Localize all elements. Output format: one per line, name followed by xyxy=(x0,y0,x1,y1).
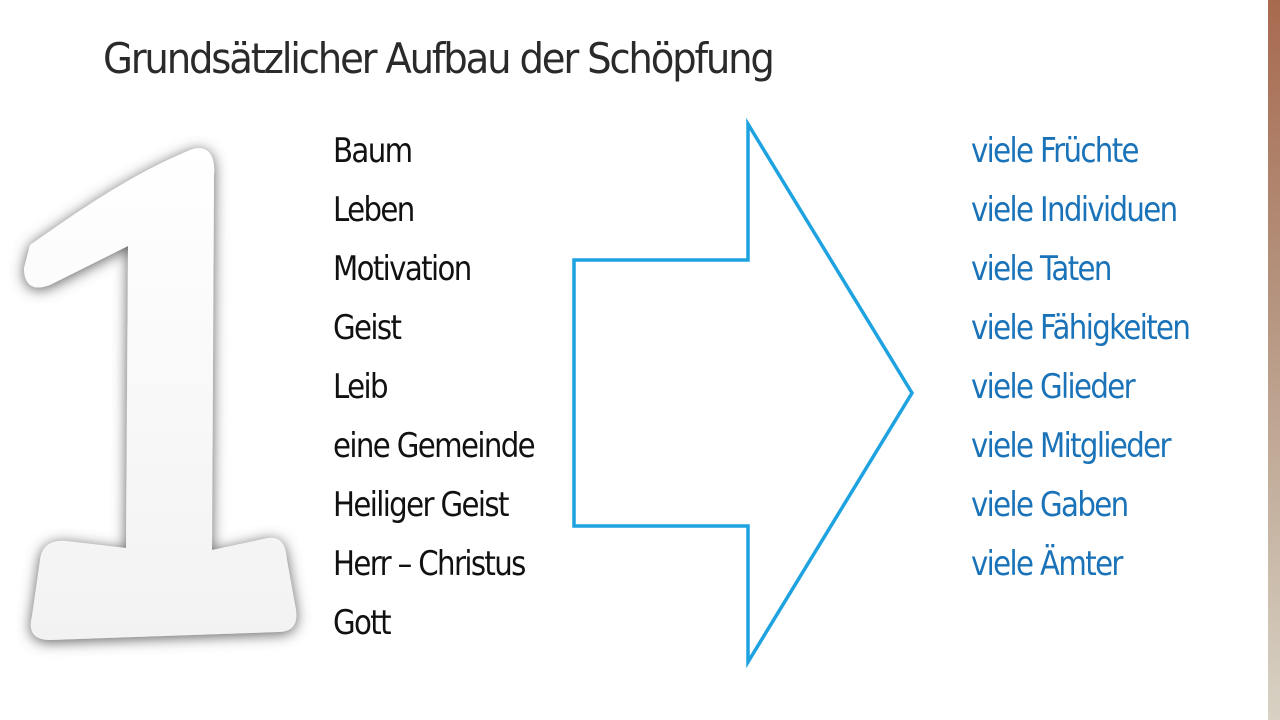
list-item: viele Mitglieder xyxy=(971,426,1172,466)
list-item: viele Glieder xyxy=(971,367,1136,407)
list-item: viele Ämter xyxy=(971,544,1123,584)
list-item: Baum xyxy=(333,131,413,171)
list-item: Geist xyxy=(333,308,402,348)
list-item: viele Individuen xyxy=(971,190,1178,230)
list-item: viele Früchte xyxy=(971,131,1140,171)
result-list: viele Früchte viele Individuen viele Tat… xyxy=(971,122,1191,594)
list-item: viele Gaben xyxy=(971,485,1129,525)
list-item: viele Taten xyxy=(971,249,1112,289)
list-item: eine Gemeinde xyxy=(333,426,536,466)
right-arrow-outline-icon xyxy=(572,117,915,669)
list-item: Herr – Christus xyxy=(333,544,526,584)
big-numeral-one: 1 xyxy=(24,148,297,640)
list-item: Leben xyxy=(333,190,415,230)
slide-title: Grundsätzlicher Aufbau der Schöpfung xyxy=(103,34,775,83)
list-item: Gott xyxy=(333,603,392,643)
slide-edge-strip xyxy=(1268,0,1280,720)
list-item: Heiliger Geist xyxy=(333,485,509,525)
list-item: Leib xyxy=(333,367,389,407)
list-item: Motivation xyxy=(333,249,472,289)
list-item: viele Fähigkeiten xyxy=(971,308,1191,348)
source-list: Baum Leben Motivation Geist Leib eine Ge… xyxy=(333,122,536,653)
